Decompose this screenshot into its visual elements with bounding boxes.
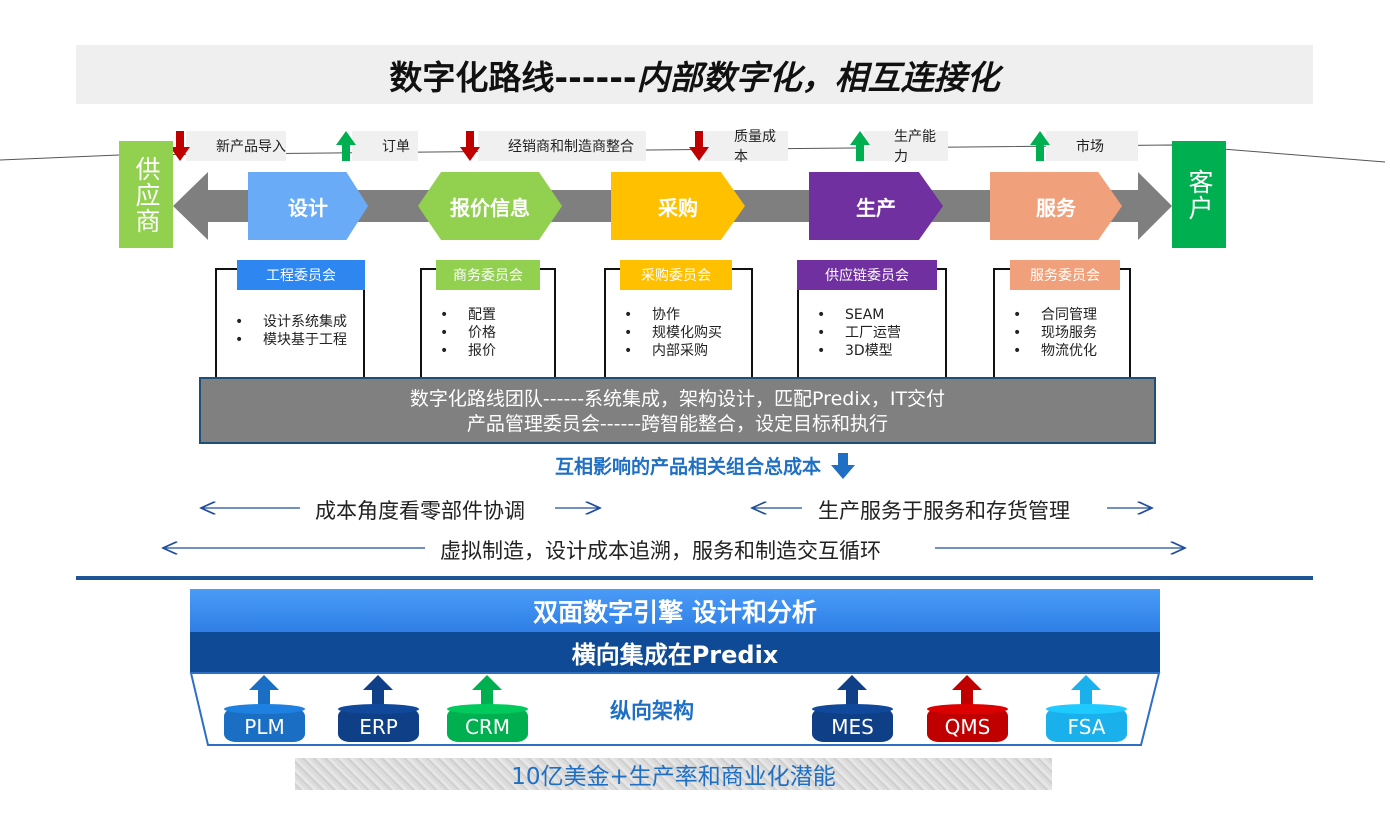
flow-tag: 新产品导入 (186, 131, 286, 161)
arrow-up-icon (952, 675, 982, 705)
flow-tag: 质量成本 (704, 129, 788, 165)
committee-item: 规模化购买 (624, 324, 751, 342)
committee-item: 模块基于工程 (235, 331, 363, 349)
arrow-up-icon (336, 131, 356, 161)
flow-tag-label: 经销商和制造商整合 (508, 139, 634, 155)
row2-text: 虚拟制造，设计成本追溯，服务和制造交互循环 (428, 535, 893, 565)
divider (76, 576, 1313, 580)
committee-item: 配置 (440, 306, 554, 324)
stage-purchase: 采购 (611, 172, 745, 240)
committee-item: 设计系统集成 (235, 313, 363, 331)
committee-item: SEAM (817, 306, 945, 324)
predix-bar: 横向集成在Predix (190, 632, 1160, 673)
committee-item: 现场服务 (1013, 324, 1129, 342)
system-label: CRM (464, 715, 511, 739)
system-plm: PLM (224, 708, 305, 742)
committee-label: 服务委员会 (1010, 260, 1120, 290)
committee-item: 工厂运营 (817, 324, 945, 342)
committee-item: 协作 (624, 306, 751, 324)
arrow-up-icon (472, 675, 502, 705)
stage-design: 设计 (248, 172, 368, 240)
system-erp: ERP (338, 708, 419, 742)
title-italic: 内部数字化，相互连接化 (636, 57, 1000, 97)
committee-label: 工程委员会 (237, 260, 365, 290)
title-plain: 数字化路线------ (389, 57, 637, 97)
bottom-banner: 10亿美金+生产率和商业化潜能 (295, 758, 1052, 790)
arrow-up-icon (1030, 131, 1050, 161)
row1-left: 成本角度看零部件协调 (303, 495, 537, 525)
system-label: PLM (244, 715, 285, 739)
arrow-down-icon (170, 131, 190, 161)
committee-label: 供应链委员会 (797, 260, 937, 290)
flow-tag: 生产能力 (864, 129, 948, 165)
supplier-box: 供应商 (119, 141, 173, 248)
flow-tag-label: 订单 (382, 139, 410, 155)
impact-text: 互相影响的产品相关组合总成本 (554, 456, 821, 478)
digital-team-box: 数字化路线团队------系统集成，架构设计，匹配Predix，IT交付 产品管… (199, 377, 1156, 444)
flow-tag: 经销商和制造商整合 (478, 131, 646, 161)
committee-item: 内部采购 (624, 342, 751, 360)
flow-tag-label: 新产品导入 (216, 139, 286, 155)
flow-tag-label: 生产能力 (894, 129, 936, 165)
committee-label: 采购委员会 (620, 260, 732, 290)
committee-label: 商务委员会 (436, 260, 540, 290)
stage-production: 生产 (809, 172, 943, 240)
flow-tag-label: 质量成本 (734, 129, 776, 165)
stage-quote: 报价信息 (418, 172, 562, 240)
arrow-up-icon (363, 675, 393, 705)
arrow-down-icon (831, 452, 855, 479)
page-title: 数字化路线------内部数字化，相互连接化 (76, 45, 1313, 104)
system-label: MES (831, 715, 874, 739)
committee-item: 3D模型 (817, 342, 945, 360)
system-crm: CRM (447, 708, 528, 742)
stage-service: 服务 (990, 172, 1122, 240)
arrow-up-icon (1071, 675, 1101, 705)
flow-tag-label: 市场 (1076, 139, 1104, 155)
flow-tag: 订单 (352, 131, 418, 161)
system-mes: MES (812, 708, 893, 742)
arrow-down-icon (689, 131, 709, 161)
system-qms: QMS (927, 708, 1008, 742)
committee-item: 合同管理 (1013, 306, 1129, 324)
relation-arrows (0, 490, 1390, 565)
customer-box: 客户 (1172, 141, 1226, 248)
system-fsa: FSA (1046, 708, 1127, 742)
arrow-up-icon (850, 131, 870, 161)
arrow-up-icon (837, 675, 867, 705)
team-line-2: 产品管理委员会------跨智能整合，设定目标和执行 (466, 413, 889, 435)
vertical-label: 纵向架构 (610, 699, 694, 723)
committee-item: 价格 (440, 324, 554, 342)
system-label: FSA (1067, 715, 1106, 739)
system-label: QMS (944, 715, 991, 739)
system-label: ERP (359, 715, 398, 739)
flow-tag: 市场 (1046, 131, 1138, 161)
engine-bar: 双面数字引擎 设计和分析 (190, 589, 1160, 632)
impact-label: 互相影响的产品相关组合总成本 (0, 452, 1390, 479)
row1-right: 生产服务于服务和存货管理 (806, 495, 1082, 525)
committee-item: 物流优化 (1013, 342, 1129, 360)
arrow-down-icon (460, 131, 480, 161)
team-line-1: 数字化路线团队------系统集成，架构设计，匹配Predix，IT交付 (409, 388, 946, 410)
vertical-arch-frame (189, 672, 1161, 746)
committee-item: 报价 (440, 342, 554, 360)
arrow-up-icon (249, 675, 279, 705)
